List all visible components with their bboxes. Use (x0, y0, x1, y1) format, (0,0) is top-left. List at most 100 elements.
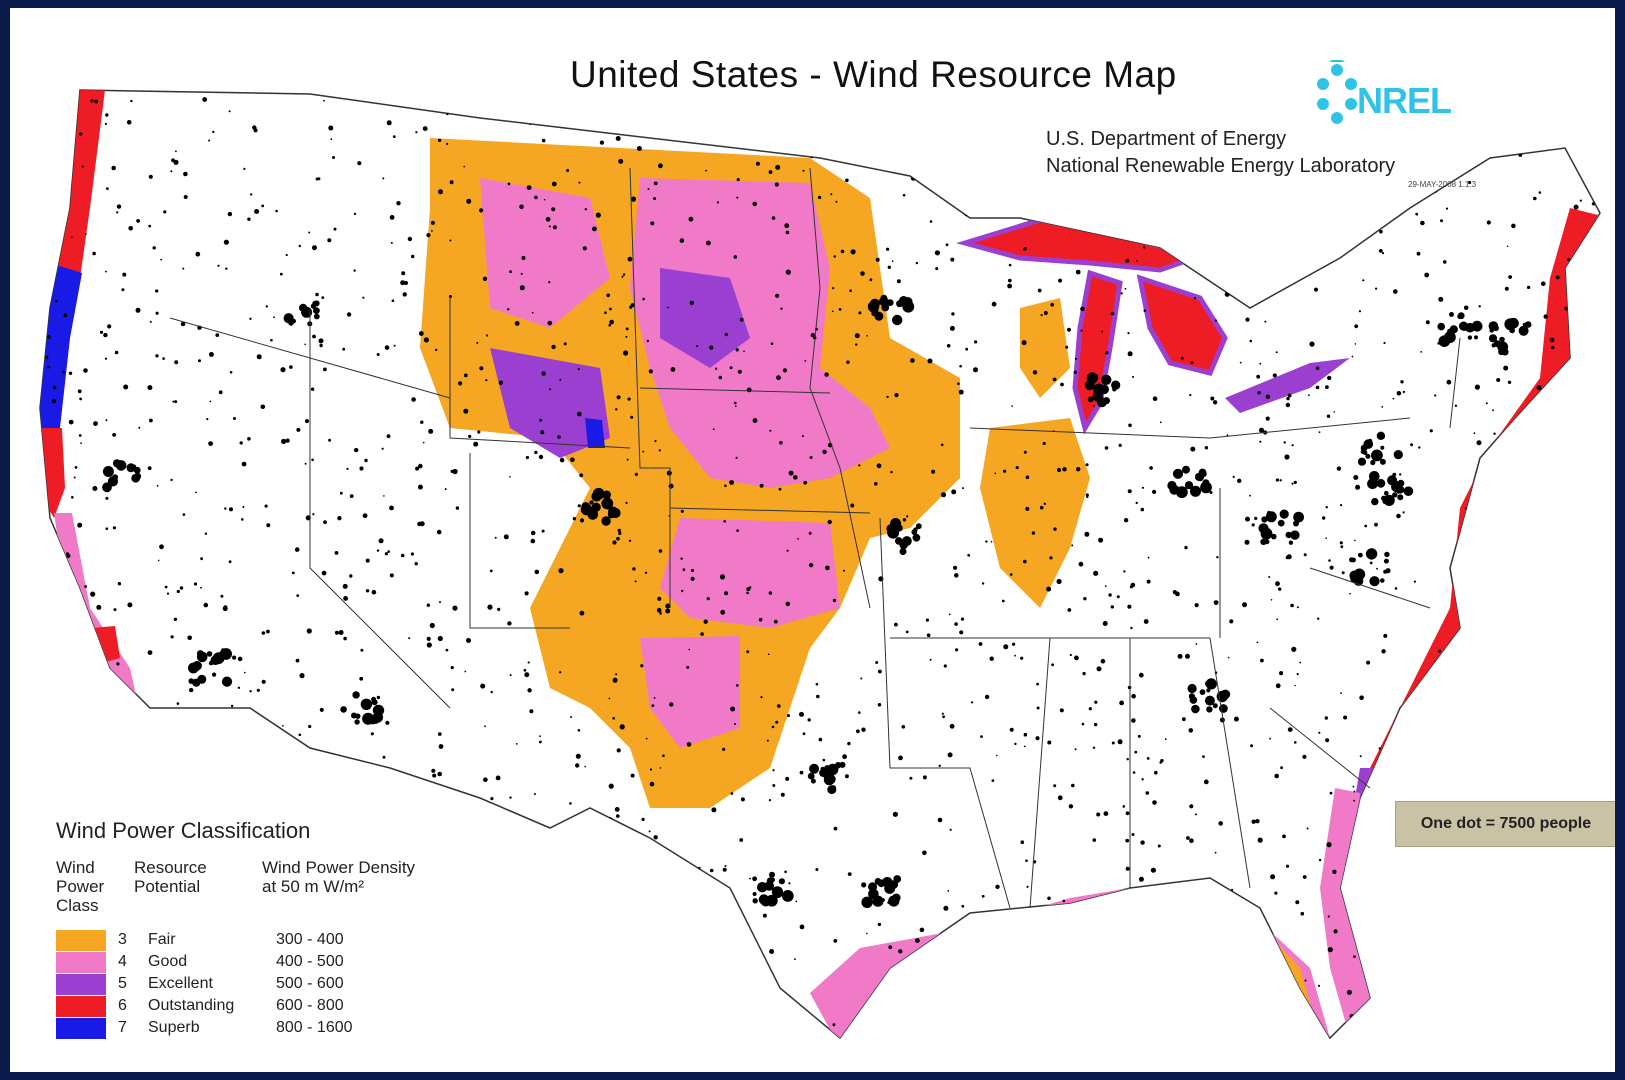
population-dot (1438, 649, 1442, 653)
population-dot (1594, 224, 1600, 230)
city-cluster-dot (210, 655, 221, 666)
population-dot (473, 441, 479, 447)
population-dot (1071, 544, 1074, 547)
population-dot (919, 927, 925, 933)
population-dot (1501, 769, 1506, 774)
population-dot (1425, 718, 1429, 722)
population-dot (653, 835, 658, 840)
population-dot (603, 932, 608, 937)
population-dot (484, 725, 486, 728)
population-dot (1476, 440, 1482, 446)
city-cluster-dot (1350, 557, 1356, 563)
population-dot (1095, 967, 1101, 972)
population-dot (990, 138, 996, 144)
population-dot (480, 683, 486, 689)
population-dot (371, 589, 377, 595)
population-dot (392, 135, 396, 138)
population-dot (1153, 906, 1157, 911)
population-dot (958, 389, 964, 395)
population-dot (1092, 838, 1097, 842)
population-dot (1336, 466, 1342, 471)
population-dot (204, 532, 208, 535)
population-dot (289, 365, 293, 369)
population-dot (1531, 522, 1535, 526)
city-cluster-dot (752, 898, 758, 904)
population-dot (1127, 351, 1133, 357)
population-dot (414, 562, 418, 566)
population-dot (312, 245, 317, 251)
population-dot (505, 838, 510, 843)
population-dot (332, 156, 335, 159)
population-dot (383, 495, 385, 497)
population-dot (349, 574, 353, 578)
population-dot (861, 727, 866, 732)
population-dot (1242, 602, 1247, 608)
population-dot (1008, 121, 1013, 127)
legend-row: 5 Excellent 500 - 600 (56, 973, 422, 995)
population-dot (547, 320, 553, 326)
population-dot (615, 136, 621, 141)
population-dot (92, 486, 98, 491)
population-dot (524, 672, 530, 678)
socal-class6-spot (92, 626, 120, 663)
population-dot (1553, 730, 1557, 734)
population-dot (1272, 373, 1277, 378)
population-dot (858, 311, 862, 315)
population-dot (114, 350, 119, 355)
population-dot (799, 711, 804, 717)
population-dot (599, 140, 605, 145)
population-dot (1474, 384, 1480, 390)
population-dot (193, 582, 198, 586)
population-dot (740, 797, 745, 802)
population-dot (729, 480, 734, 485)
population-dot (249, 317, 252, 320)
population-dot (1556, 530, 1562, 536)
population-dot (1209, 491, 1213, 494)
population-dot (194, 800, 199, 805)
population-dot (959, 364, 962, 368)
population-dot (1082, 671, 1086, 676)
population-dot (479, 208, 484, 213)
city-cluster-dot (581, 502, 591, 511)
city-cluster-dot (1384, 551, 1390, 558)
population-dot (714, 367, 718, 370)
population-dot (370, 732, 374, 736)
population-dot (296, 427, 301, 432)
population-dot (439, 601, 441, 604)
city-cluster-dot (340, 706, 347, 713)
population-dot (706, 597, 710, 601)
population-dot (1076, 942, 1081, 947)
population-dot (1057, 795, 1063, 801)
population-dot (1130, 113, 1133, 115)
population-dot (1275, 683, 1281, 689)
population-dot (220, 594, 224, 598)
population-dot (733, 255, 738, 259)
city-cluster-dot (1471, 320, 1483, 332)
kansas-class4-zone (660, 518, 840, 628)
population-dot (514, 321, 520, 326)
population-dot (729, 366, 733, 370)
population-dot (748, 1014, 754, 1020)
population-dot (1591, 734, 1596, 739)
population-dot (1468, 180, 1472, 185)
population-dot (426, 233, 431, 238)
population-dot (1245, 317, 1250, 322)
population-dot (759, 483, 764, 488)
population-dot (1376, 567, 1378, 570)
population-dot (1117, 1022, 1121, 1026)
population-dot (1511, 223, 1516, 229)
population-dot (1593, 191, 1595, 193)
population-dot (1221, 984, 1225, 988)
population-dot (241, 783, 245, 787)
population-dot (1086, 1010, 1090, 1014)
population-dot (1554, 676, 1557, 680)
population-dot (423, 337, 429, 343)
population-dot (463, 373, 468, 378)
population-dot (985, 540, 988, 543)
population-dot (1332, 186, 1337, 192)
population-dot (915, 995, 919, 999)
population-dot (534, 569, 540, 575)
population-dot (389, 505, 394, 511)
population-dot (208, 352, 214, 357)
population-dot (1425, 320, 1430, 325)
